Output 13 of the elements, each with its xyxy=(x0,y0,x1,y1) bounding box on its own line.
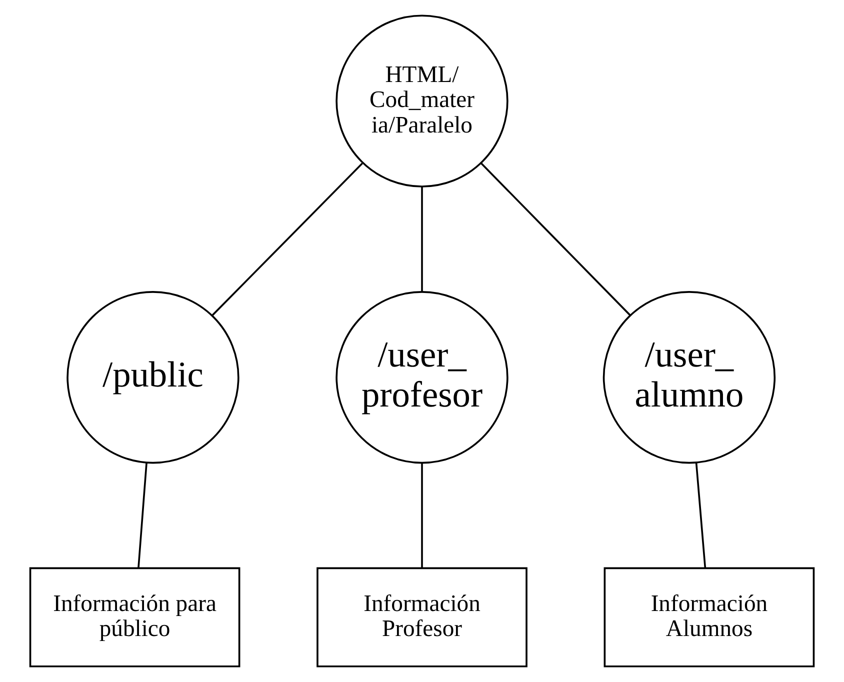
node-circle: /user_ alumno xyxy=(602,291,776,464)
connector xyxy=(480,162,631,316)
connector xyxy=(695,463,706,568)
node-box: Información para público xyxy=(29,567,240,668)
connector xyxy=(212,162,363,316)
connector xyxy=(421,463,423,568)
node-circle: /user_ profesor xyxy=(336,291,508,464)
node-circle: /public xyxy=(66,291,240,464)
node-box: Información Profesor xyxy=(316,567,528,668)
node-box: Información Alumnos xyxy=(604,567,815,668)
connector xyxy=(421,186,423,292)
connector xyxy=(138,463,148,568)
node-circle: HTML/ Cod_mater ia/Paralelo xyxy=(336,14,508,188)
